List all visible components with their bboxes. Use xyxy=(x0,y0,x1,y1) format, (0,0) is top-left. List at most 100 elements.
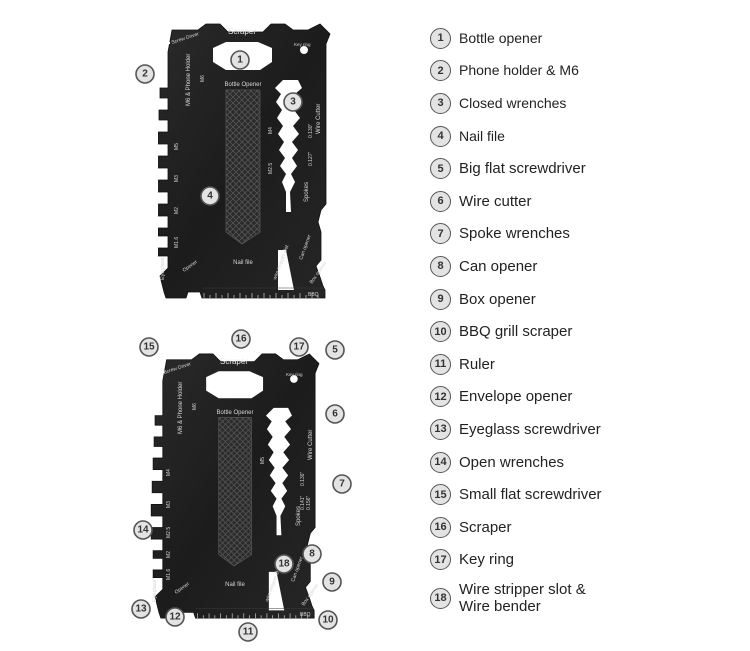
card-text-nail-file: Nail file xyxy=(225,582,245,588)
card-text-bbq: BBQ xyxy=(308,292,319,298)
card-top: Scraper Bottle Opener Nail file Key ring… xyxy=(158,23,331,299)
legend-item-envelope-opener: 12 Envelope opener xyxy=(430,381,745,414)
callout-15: 15 xyxy=(139,337,159,357)
legend-item-box-opener: 9 Box opener xyxy=(430,283,745,316)
card-text-m4: M4 xyxy=(166,469,172,476)
legend-label: Big flat screwdriver xyxy=(459,160,586,178)
legend-number: 13 xyxy=(430,418,451,440)
card-text-key-ring: Key ring xyxy=(286,372,303,377)
legend-number: 4 xyxy=(430,125,451,147)
card-bottom: Scraper Bottle Opener Nail file Key ring… xyxy=(150,353,320,619)
legend-item-open-wrenches: 14 Open wrenches xyxy=(430,446,745,479)
legend-label: Envelope opener xyxy=(459,388,573,406)
callout-6: 6 xyxy=(325,404,345,424)
card-text-spoke-sizes-c: 0.136" xyxy=(300,471,306,486)
legend-label: BBQ grill scraper xyxy=(459,323,573,341)
card-text-spoke-sizes-d: 0.141" xyxy=(300,495,306,510)
legend-label: Open wrenches xyxy=(459,453,565,471)
callout-9: 9 xyxy=(322,572,342,592)
legend-number: 10 xyxy=(430,321,451,343)
card-text-spoke-sizes-e: 0.156" xyxy=(306,495,312,510)
svg-text:13: 13 xyxy=(135,604,147,615)
legend-number: 8 xyxy=(430,255,451,277)
legend-number: 2 xyxy=(430,60,451,82)
card-text-m1-6: M1.6 xyxy=(166,569,172,580)
legend-number: 7 xyxy=(430,223,451,245)
legend-item-key-ring: 17 Key ring xyxy=(430,544,745,577)
callout-11: 11 xyxy=(238,622,258,642)
legend-label: Closed wrenches xyxy=(459,94,567,111)
svg-text:2: 2 xyxy=(142,69,148,80)
legend-item-nail-file: 4 Nail file xyxy=(430,120,745,153)
svg-text:7: 7 xyxy=(339,479,345,490)
callout-8: 8 xyxy=(302,544,322,564)
svg-text:1: 1 xyxy=(237,55,243,66)
legend-label: Box opener xyxy=(459,290,536,308)
legend-number: 9 xyxy=(430,288,451,310)
legend-label: Spoke wrenches xyxy=(459,225,570,243)
legend-label-line2: Wire bender xyxy=(459,598,541,616)
svg-text:5: 5 xyxy=(332,345,338,356)
legend-item-wire-cutter: 6 Wire cutter xyxy=(430,185,745,218)
legend-label: Small flat screwdriver xyxy=(459,486,602,504)
legend-number: 3 xyxy=(430,92,451,114)
legend-label: Key ring xyxy=(459,551,515,569)
legend-number: 16 xyxy=(430,516,451,538)
card-text-m4: M4 xyxy=(268,127,274,134)
card-text-phone-holder: M6 & Phone Holder xyxy=(178,382,184,434)
callout-7: 7 xyxy=(332,474,352,494)
legend-label: Wire cutter xyxy=(459,192,532,210)
callout-14: 14 xyxy=(133,520,153,540)
card-text-m3: M3 xyxy=(166,501,172,508)
callout-18: 18 xyxy=(274,554,294,574)
legend-number: 12 xyxy=(430,386,451,408)
card-text-bottle-opener: Bottle Opener xyxy=(224,82,261,88)
legend-label: Phone holder & M6 xyxy=(459,62,579,79)
card-text-scraper: Scraper xyxy=(228,27,256,36)
multitool-card-diagram: Scraper Bottle Opener Nail file Key ring… xyxy=(131,23,352,642)
callout-5: 5 xyxy=(325,340,345,360)
callout-4: 4 xyxy=(200,186,220,206)
card-text-spoke-sizes-b: 0.130" xyxy=(308,123,314,138)
legend-number: 14 xyxy=(430,451,451,473)
legend-item-spoke-wrenches: 7 Spoke wrenches xyxy=(430,218,745,251)
svg-text:11: 11 xyxy=(243,627,254,638)
legend-item-phone-holder: 2 Phone holder & M6 xyxy=(430,55,745,88)
svg-text:4: 4 xyxy=(207,191,213,202)
card-text-m2-5: M2.5 xyxy=(268,163,274,174)
legend-item-bottle-opener: 1 Bottle opener xyxy=(430,22,745,55)
callout-16: 16 xyxy=(231,329,251,349)
card-text-m5: M5 xyxy=(174,143,180,150)
card-text-key-ring: Key ring xyxy=(294,42,311,47)
svg-text:17: 17 xyxy=(293,342,305,353)
legend-item-scraper: 16 Scraper xyxy=(430,511,745,544)
legend-label: Bottle opener xyxy=(459,29,543,46)
legend-label: Ruler xyxy=(459,355,495,373)
card-text-m2-5: M2.5 xyxy=(166,527,172,538)
legend-item-eyeglass-screwdriver: 13 Eyeglass screwdriver xyxy=(430,413,745,446)
legend-label: Wire stripper slot & Wire bender xyxy=(459,581,586,615)
legend-label: Scraper xyxy=(459,518,512,536)
legend-item-wire-stripper: 18 Wire stripper slot & Wire bender xyxy=(430,576,745,620)
svg-text:9: 9 xyxy=(329,577,335,588)
callout-10: 10 xyxy=(318,610,338,630)
legend-item-bbq-grill-scraper: 10 BBQ grill scraper xyxy=(430,315,745,348)
card-text-bottle-opener: Bottle Opener xyxy=(216,410,253,416)
callout-1: 1 xyxy=(230,50,250,70)
callout-12: 12 xyxy=(165,607,185,627)
svg-text:15: 15 xyxy=(143,342,155,353)
legend-number: 11 xyxy=(430,353,451,375)
card-text-wire-cutter: Wire Cutter xyxy=(316,104,322,134)
card-text-m3: M3 xyxy=(174,175,180,182)
card-text-wire-cutter: Wire Cutter xyxy=(308,430,314,460)
svg-text:3: 3 xyxy=(290,97,296,108)
legend-item-big-flat-screwdriver: 5 Big flat screwdriver xyxy=(430,152,745,185)
card-text-m6: M6 xyxy=(192,403,198,410)
card-text-m6: M6 xyxy=(200,75,206,82)
legend-item-ruler: 11 Ruler xyxy=(430,348,745,381)
svg-text:14: 14 xyxy=(137,525,149,536)
callout-17: 17 xyxy=(289,337,309,357)
svg-text:18: 18 xyxy=(278,559,290,570)
card-text-bbq: BBQ xyxy=(300,612,311,618)
legend-number: 15 xyxy=(430,484,451,506)
